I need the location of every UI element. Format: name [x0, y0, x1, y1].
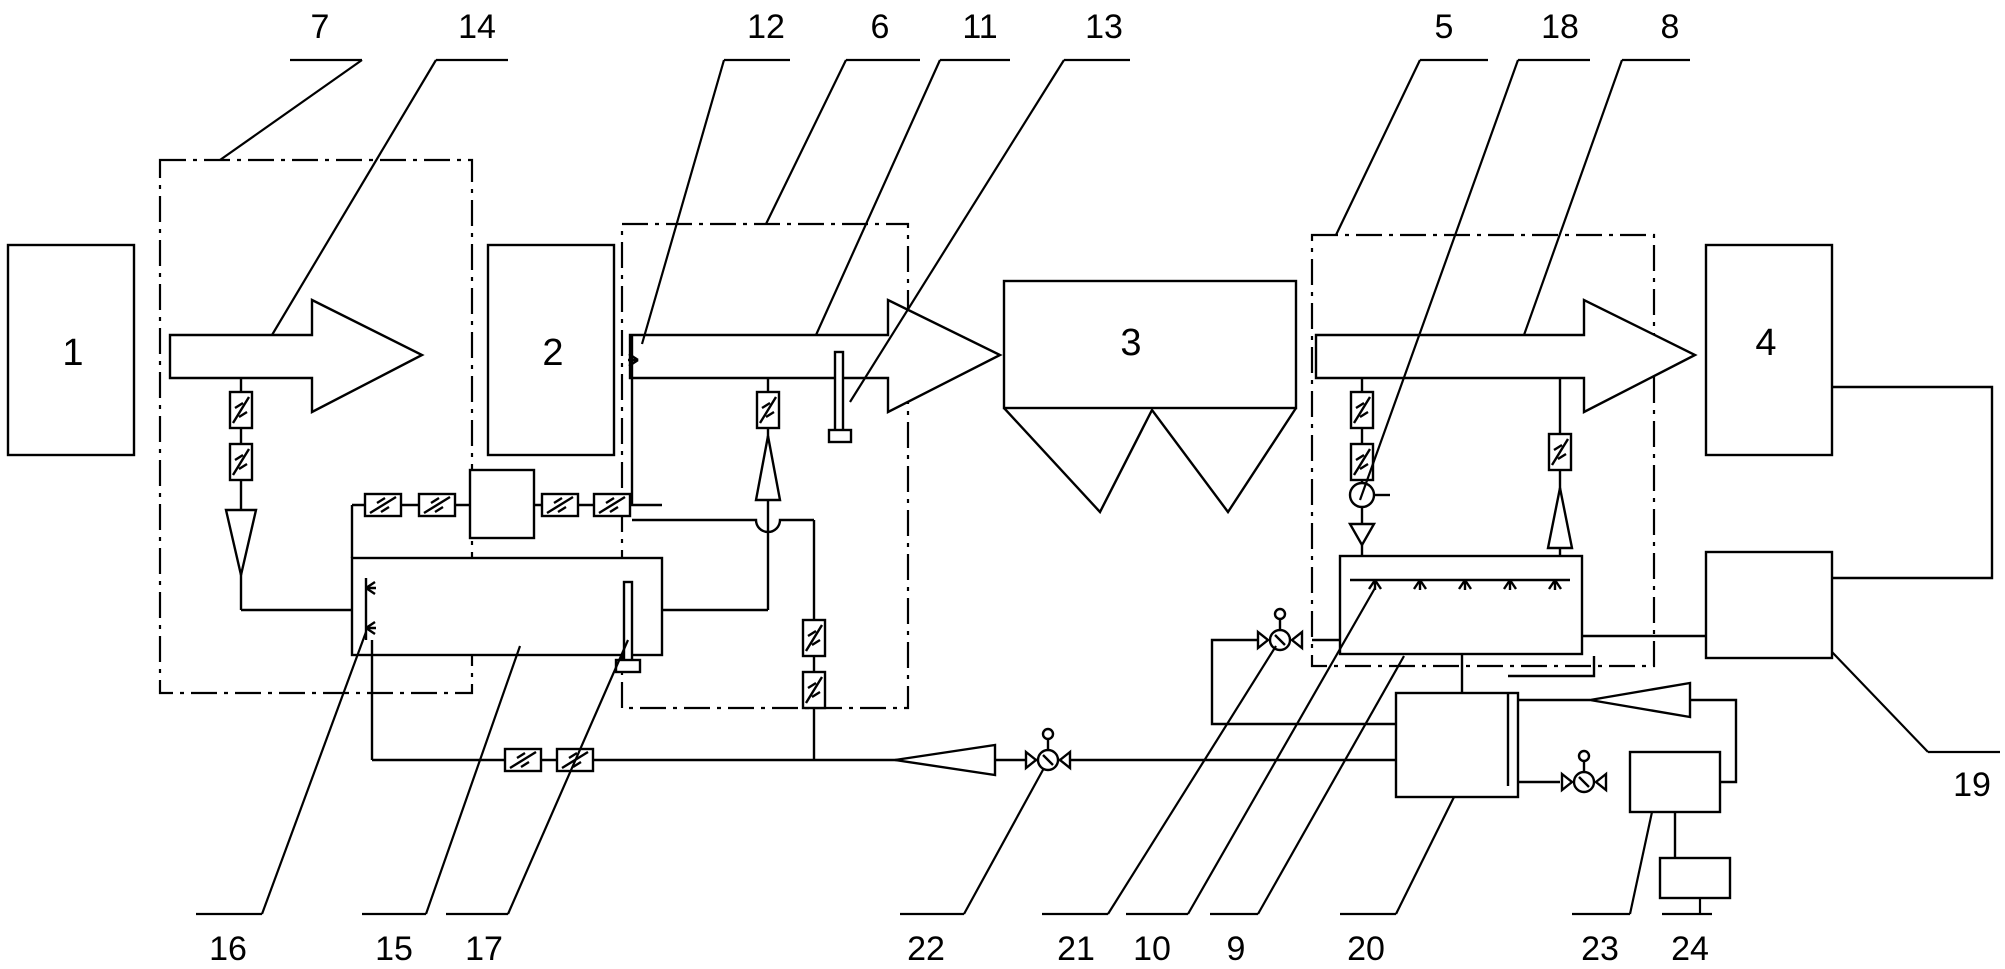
- label-6: 6: [871, 8, 890, 46]
- label-16: 16: [209, 930, 247, 968]
- flow-arrow-11: [628, 298, 1003, 414]
- leaders: [196, 58, 2000, 916]
- equipment-4: 4: [1704, 243, 1834, 457]
- flow-arrow-8: [1314, 298, 1698, 414]
- svg-text:4: 4: [1755, 322, 1776, 364]
- label-15: 15: [375, 930, 413, 968]
- equipment-3-hopper: 3: [1002, 279, 1298, 515]
- label-21: 21: [1057, 930, 1095, 968]
- tower-9: [1338, 554, 1584, 656]
- label-12: 12: [747, 8, 785, 46]
- label-14: 14: [458, 8, 496, 46]
- zone-6: [620, 222, 910, 710]
- probe-17: [622, 580, 634, 664]
- label-20: 20: [1347, 930, 1385, 968]
- label-8: 8: [1661, 8, 1680, 46]
- label-22: 22: [907, 930, 945, 968]
- label-13: 13: [1085, 8, 1123, 46]
- svg-text:1: 1: [62, 332, 83, 374]
- label-10: 10: [1133, 930, 1171, 968]
- label-18: 18: [1541, 8, 1579, 46]
- label-9: 9: [1227, 930, 1246, 968]
- label-11: 11: [962, 8, 997, 46]
- box-between-valves: [468, 468, 536, 540]
- label-24: 24: [1671, 930, 1709, 968]
- label-19: 19: [1953, 766, 1991, 804]
- label-23: 23: [1581, 930, 1619, 968]
- tank-20: [1394, 691, 1520, 799]
- tank-23: [1628, 750, 1722, 814]
- label-7: 7: [311, 8, 330, 46]
- box-19: [1704, 550, 1834, 660]
- zone-7: [158, 158, 474, 695]
- reducer-5: [1546, 487, 1574, 550]
- equipment-1: 1: [6, 243, 136, 457]
- label-17: 17: [465, 930, 503, 968]
- svg-text:2: 2: [542, 332, 563, 374]
- zone-5: [1310, 233, 1656, 668]
- flow-arrow-14: [168, 298, 425, 414]
- equipment-2: 2: [486, 243, 616, 457]
- label-5: 5: [1435, 8, 1454, 46]
- box-24: [1658, 856, 1732, 900]
- reducer-7: [224, 508, 258, 576]
- reducer-6: [754, 435, 782, 502]
- heat-exchanger-15: [350, 556, 664, 657]
- reducer-bottom: [894, 743, 997, 777]
- svg-text:3: 3: [1120, 322, 1141, 364]
- callout-labels: 7 14 12 6 11 13 5 18 8 19 16 15 17 22 21…: [209, 8, 1991, 968]
